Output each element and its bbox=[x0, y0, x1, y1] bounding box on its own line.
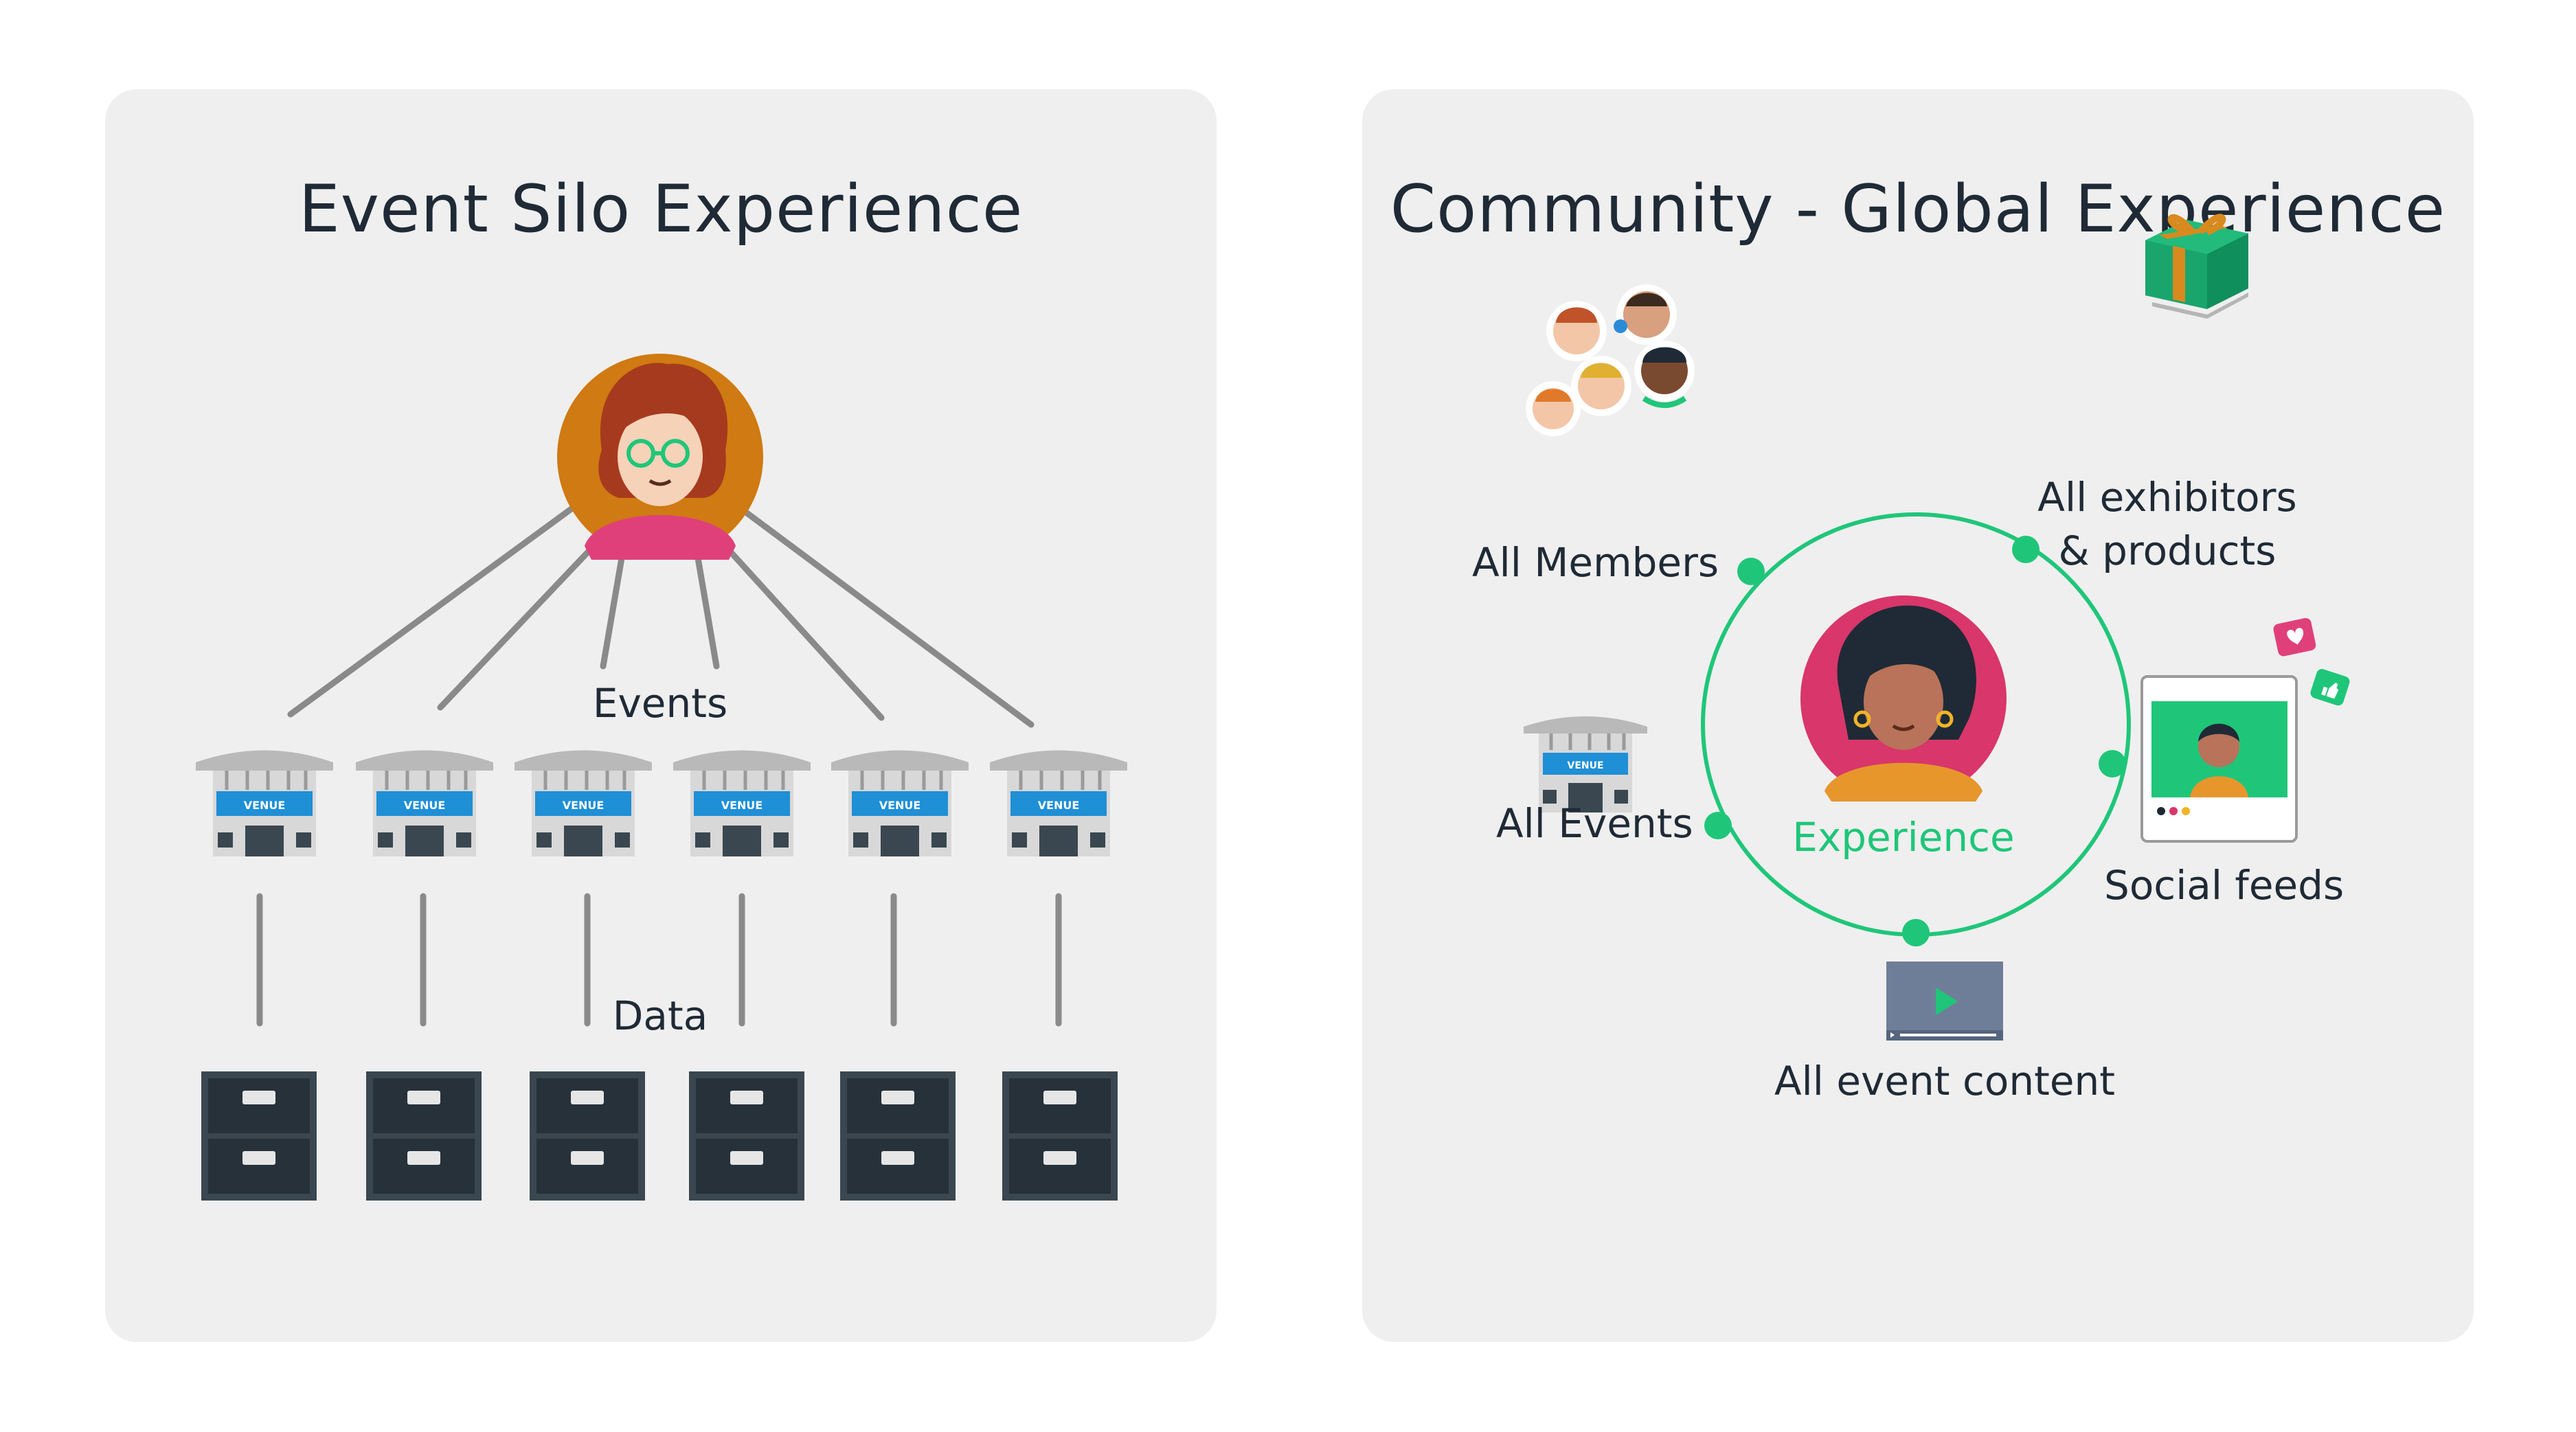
experience-label: Experience bbox=[1792, 814, 2015, 861]
data-label: Data bbox=[612, 992, 708, 1039]
svg-text:VENUE: VENUE bbox=[1038, 799, 1080, 812]
node-events bbox=[1704, 812, 1732, 839]
exhibitors-label-line1: All exhibitors bbox=[2037, 474, 2297, 521]
avatar-to-venue-lines bbox=[287, 505, 1035, 728]
venue-icon-5: VENUE bbox=[831, 750, 969, 856]
venue-icon-1: VENUE bbox=[196, 750, 333, 856]
venue-icon-6: VENUE bbox=[990, 750, 1127, 856]
video-player-icon bbox=[1886, 962, 2003, 1041]
file-cabinet-icon-2 bbox=[366, 1071, 482, 1201]
all-event-content-label: All event content bbox=[1774, 1058, 2116, 1104]
user-avatar-icon bbox=[557, 354, 763, 560]
connector-line bbox=[600, 543, 627, 670]
node-social bbox=[2099, 750, 2126, 777]
venue-icon-2: VENUE bbox=[356, 750, 493, 856]
exhibitors-label-line2: & products bbox=[2058, 527, 2276, 575]
all-events-label: All Events bbox=[1496, 800, 1693, 847]
ring-nodes bbox=[1704, 536, 2126, 946]
connector-line bbox=[692, 543, 720, 670]
community-global-title: Community - Global Experience bbox=[1390, 172, 2446, 247]
svg-text:VENUE: VENUE bbox=[244, 799, 286, 812]
events-label: Events bbox=[592, 680, 728, 727]
file-cabinet-icon-3 bbox=[530, 1071, 645, 1201]
experience-avatar-icon bbox=[1800, 595, 2007, 802]
file-cabinet-icon-4 bbox=[689, 1071, 804, 1201]
connector-line bbox=[706, 525, 885, 721]
svg-text:VENUE: VENUE bbox=[563, 799, 605, 812]
event-silo-panel: Event Silo Experience bbox=[105, 89, 1217, 1342]
event-silo-title: Event Silo Experience bbox=[298, 172, 1024, 247]
social-feed-card-icon bbox=[2140, 675, 2298, 843]
svg-text:VENUE: VENUE bbox=[879, 799, 921, 812]
connector-line bbox=[737, 505, 1035, 728]
venue-to-data-lines bbox=[256, 893, 1062, 1027]
community-global-panel: Community - Global Experience bbox=[1362, 89, 2474, 1342]
all-exhibitors-label: All exhibitors & products bbox=[2037, 470, 2296, 578]
gift-box-icon bbox=[2145, 214, 2248, 319]
venue-icon-3: VENUE bbox=[515, 750, 652, 856]
venue-row: VENUE VENUE VENUE bbox=[196, 750, 1127, 856]
svg-text:VENUE: VENUE bbox=[404, 799, 446, 812]
venue-icon-small: VENUE bbox=[1524, 716, 1647, 812]
svg-text:VENUE: VENUE bbox=[721, 799, 763, 812]
svg-text:VENUE: VENUE bbox=[1567, 760, 1603, 771]
thumbs-up-reaction-icon bbox=[2310, 669, 2350, 706]
community-diagram: VENUE bbox=[1524, 214, 2350, 1041]
social-feeds-label: Social feeds bbox=[2104, 862, 2345, 909]
venue-icon-4: VENUE bbox=[673, 750, 811, 856]
node-exhibitors bbox=[2012, 536, 2040, 563]
node-content bbox=[1902, 919, 1930, 946]
all-members-label: All Members bbox=[1472, 539, 1719, 586]
heart-reaction-icon bbox=[2273, 617, 2316, 657]
connector-line bbox=[287, 505, 576, 718]
file-cabinet-icon-6 bbox=[1002, 1071, 1118, 1201]
connector-line bbox=[437, 525, 613, 711]
silo-diagram: VENUE VENUE VENUE bbox=[196, 354, 1127, 1201]
node-members bbox=[1737, 558, 1765, 585]
data-cabinets bbox=[201, 1071, 1118, 1201]
file-cabinet-icon-5 bbox=[840, 1071, 956, 1201]
file-cabinet-icon-1 bbox=[201, 1071, 317, 1201]
members-group-icon bbox=[1526, 284, 1695, 436]
